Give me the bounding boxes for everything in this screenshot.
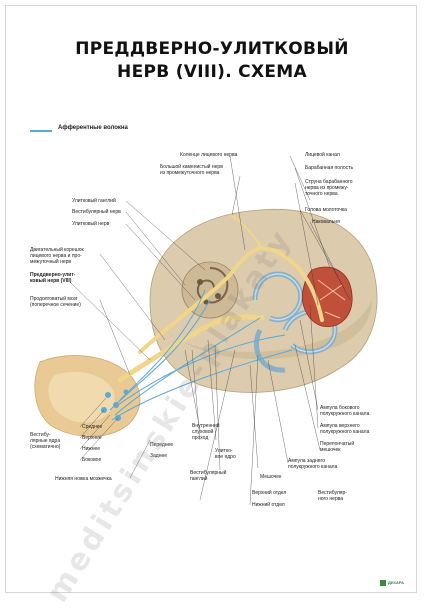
title-line-1: ПРЕДДВЕРНО-УЛИТКОВЫЙ <box>75 39 349 59</box>
logo-text: ДЕКАРА <box>388 580 405 586</box>
label-internal-acoustic: Внутренний слуховой проход <box>192 423 220 441</box>
canal-highlight <box>254 273 336 353</box>
label-cochlear-nucleus: Улитко- вое ядро <box>215 448 236 460</box>
label-malleus-head: Голова молоточка <box>305 207 347 213</box>
ossicles <box>301 266 353 328</box>
afferent-fibers <box>109 289 293 421</box>
label-tympanic-cavity: Барабанная полость <box>305 165 354 171</box>
label-anterior: Переднее <box>150 442 174 448</box>
label-greater-petrosal: Большой каменистый нерв из промежуточног… <box>160 164 223 176</box>
publisher-logo: ДЕКАРА <box>380 580 404 586</box>
label-medial: Среднее <box>82 424 103 430</box>
label-vestibulocochlear: Преддверно-улит- ковый нерв (VIII) <box>30 272 76 284</box>
label-lower-division: Нижний отдел <box>252 502 285 508</box>
label-motor-root: Двигательный корешок лицевого нерва и пр… <box>30 247 84 265</box>
logo-mark-icon <box>380 580 386 586</box>
label-posterior: Заднее <box>150 453 168 459</box>
facial-nerve <box>138 245 324 354</box>
leader-lines <box>69 155 351 506</box>
label-utricle: Перепончатый мешочек <box>320 441 355 453</box>
poster-frame <box>5 5 417 593</box>
bone-shade <box>165 300 372 360</box>
label-incus: Наковальня <box>312 219 340 225</box>
label-inferior: Нижнее <box>82 446 101 452</box>
label-superior-ampulla: Ампула верхнего полукружного канала <box>320 423 370 435</box>
label-vestibular-ganglion: Вестибулярный ганглий <box>190 470 227 482</box>
label-facial-canal: Лицевой канал <box>305 152 340 158</box>
label-posterior-ampulla: Ампула заднего полукружного канала <box>288 458 338 470</box>
vestibulocochlear-trunk <box>117 314 265 383</box>
label-medulla: Продолговатый мозг (поперечное сечение) <box>30 296 81 308</box>
label-saccule: Мешочек <box>260 474 282 480</box>
label-lateral-ampulla: Ампула бокового полукружного канала <box>320 405 370 417</box>
label-geniculum: Коленцe лицевого нерва <box>180 152 238 158</box>
medulla-inner <box>48 371 115 423</box>
label-vestibular-nuclei: Вестибу- лярные ядра (схематично) <box>30 432 61 450</box>
legend-afferent-label: Афферентные волокна <box>58 125 128 131</box>
label-inferior-cerebellar: Нижняя ножка мозжечка <box>55 476 112 482</box>
label-vestibular-nerve: Вестибулярный нерв <box>72 209 121 215</box>
label-lateral: Боковое <box>82 457 102 463</box>
label-superior: Верхнее <box>82 435 102 441</box>
label-cochlear-nerve: Улитковый нерв <box>72 221 110 227</box>
label-upper-division: Верхний отдел <box>252 490 287 496</box>
legend-afferent-swatch <box>30 130 52 132</box>
label-cochlear-ganglion: Улитковый ганглий <box>72 198 116 204</box>
title-line-2: НЕРВ (VIII). СХЕМА <box>117 62 307 82</box>
label-chorda-tympani: Струна барабанного нерва из промежу- точ… <box>305 179 353 197</box>
label-vestibular-nerve-2: Вестибуляр- ного нерва <box>318 490 347 502</box>
